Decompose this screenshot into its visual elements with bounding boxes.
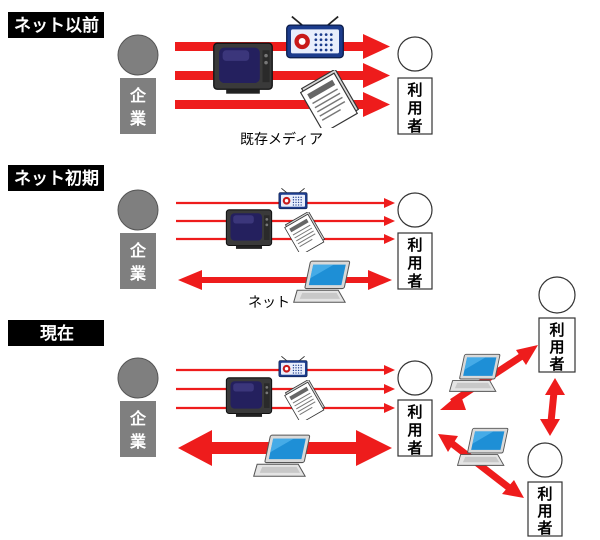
arrow-head-icon [384, 198, 395, 208]
user-body [397, 77, 433, 135]
corporation-figure: 企 業 [117, 357, 159, 457]
arrow-head-icon [502, 480, 524, 498]
laptop-icon [449, 353, 501, 392]
user-figure: 利 用 者 [397, 360, 433, 457]
arrow-head-icon [545, 378, 565, 395]
broadcast-arrows [175, 34, 390, 117]
section-label-bg [8, 320, 104, 346]
arrow-head-icon [384, 403, 395, 413]
newspaper-icon [284, 212, 326, 252]
corporation-figure: 企 業 [117, 189, 159, 289]
person-head-icon [397, 36, 433, 72]
section-label-bg [8, 165, 104, 191]
user-label-char: 用 [407, 254, 422, 272]
arrow-head-icon [438, 434, 458, 452]
user-label-char: 用 [407, 421, 422, 439]
person-head-icon [527, 442, 563, 478]
section-present: 現在 企 業 利 用 [8, 276, 576, 537]
user-figure: 利 用 者 [397, 192, 433, 290]
user-figure: 利 用 者 [397, 36, 433, 135]
user-label-char: 利 [407, 81, 422, 99]
radio-icon [285, 15, 345, 59]
arrow-head-icon [363, 63, 390, 88]
arrow-head-icon [516, 345, 538, 365]
corporation-label-char: 企 [129, 409, 147, 428]
user-label-char: 利 [549, 321, 564, 339]
user-label-char: 利 [407, 403, 422, 421]
arrow-head-icon [178, 270, 202, 290]
user-label-char: 利 [407, 236, 422, 254]
user-label-char: 用 [407, 99, 422, 117]
person-head-icon [538, 276, 576, 314]
section-label: ネット以前 [14, 15, 99, 36]
radio-icon [278, 355, 308, 378]
newspaper-icon [284, 380, 326, 420]
person-body [120, 401, 156, 457]
corporation-label-char: 業 [129, 432, 147, 451]
person-head-icon [397, 360, 433, 396]
internet-bidirectional-arrow [178, 270, 392, 290]
arrow-head-icon [356, 430, 392, 466]
person-body [120, 233, 156, 289]
user-label-char: 者 [407, 117, 422, 135]
peer-user-figure: 利 用 者 [538, 276, 576, 373]
arrow-head-icon [540, 419, 560, 436]
arrow-head-icon [363, 92, 390, 117]
caption-existing-media: 既存メディア [240, 131, 323, 148]
arrow-head-icon [440, 393, 466, 410]
corporation-label-char: 企 [129, 86, 147, 105]
section-label-bg [8, 12, 104, 38]
user-label-char: 者 [549, 355, 564, 373]
arrow-head-icon [384, 216, 395, 226]
user-label-char: 者 [537, 519, 552, 537]
laptop-icon [253, 434, 311, 477]
corporation-label-char: 企 [129, 241, 147, 260]
arrow-head-icon [368, 270, 392, 290]
person-body [120, 78, 156, 134]
user-body [527, 481, 563, 537]
user-label-char: 用 [537, 502, 552, 520]
peer-user-figure: 利 用 者 [527, 442, 563, 537]
person-head-icon [117, 357, 159, 399]
tv-icon [225, 209, 273, 250]
tv-icon [213, 42, 273, 95]
arrow-head-icon [384, 234, 395, 244]
arrow-head-icon [384, 384, 395, 394]
user-body [397, 232, 433, 290]
corporation-figure: 企 業 [117, 34, 159, 134]
section-label: ネット初期 [14, 168, 99, 189]
radio-icon [278, 187, 308, 210]
person-head-icon [397, 192, 433, 228]
section-before-internet: ネット以前 企 業 既存メディア 利 用 者 [8, 12, 433, 148]
person-head-icon [117, 34, 159, 76]
laptop-icon [457, 427, 509, 466]
arrow-head-icon [363, 34, 390, 59]
user-body [397, 399, 433, 457]
user-label-char: 者 [407, 272, 422, 290]
user-label-char: 用 [549, 338, 564, 356]
arrow-head-icon [178, 430, 212, 466]
corporation-label-char: 業 [129, 264, 147, 283]
user-body [538, 317, 576, 373]
person-head-icon [117, 189, 159, 231]
arrow-shaft [175, 100, 365, 109]
section-label: 現在 [40, 323, 74, 344]
corporation-label-char: 業 [129, 109, 147, 128]
arrow-head-icon [384, 365, 395, 375]
user-label-char: 者 [407, 439, 422, 457]
user-label-char: 利 [537, 485, 552, 503]
tv-icon [225, 377, 273, 418]
caption-internet: ネット [248, 295, 290, 311]
section-early-internet: ネット初期 企 業 ネット 利 [8, 165, 433, 311]
